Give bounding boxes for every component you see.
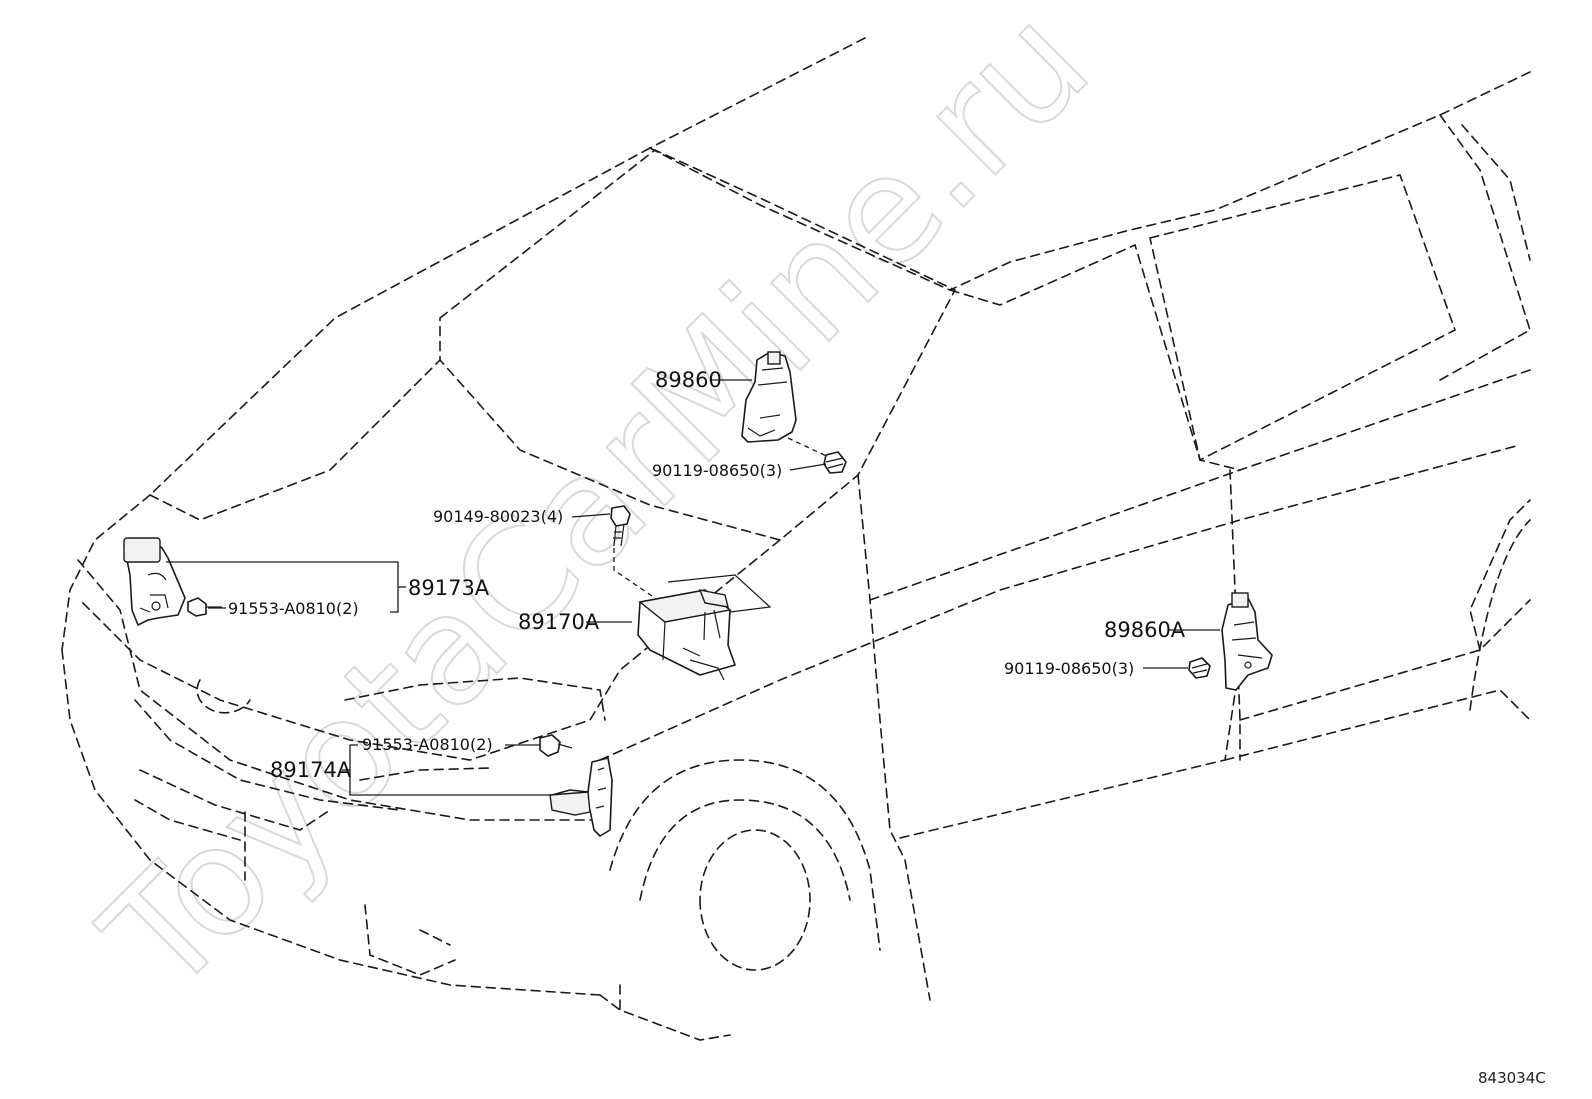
label-89860: 89860	[655, 368, 722, 392]
part-91553-bolt-left	[187, 597, 222, 617]
part-90149-screw	[610, 505, 631, 547]
label-90119-upper: 90119-08650(3)	[652, 461, 782, 480]
part-90119-bolt-right	[1188, 657, 1211, 679]
label-89174A: 89174A	[270, 758, 352, 782]
leader-lines	[166, 379, 1220, 796]
part-89170A-airbag-ecu	[637, 574, 772, 681]
part-89174A-front-sensor	[549, 757, 613, 837]
label-90149: 90149-80023(4)	[433, 507, 563, 526]
label-89860A: 89860A	[1104, 618, 1186, 642]
watermark-text: ToyotaCarMine.ru	[72, 0, 1122, 1026]
part-91553-bolt-bottom	[539, 734, 573, 757]
part-90119-bolt-upper	[823, 451, 847, 474]
reference-code: 843034C	[1478, 1069, 1546, 1087]
label-91553-left: 91553-A0810(2)	[228, 599, 359, 618]
part-89860-sensor	[741, 351, 797, 443]
part-89173A-front-sensor	[123, 537, 186, 626]
label-89173A: 89173A	[408, 576, 490, 600]
label-89170A: 89170A	[518, 610, 600, 634]
screw-alignment-line	[613, 548, 653, 597]
label-90119-right: 90119-08650(3)	[1004, 659, 1134, 678]
part-89860A-side-sensor	[1221, 592, 1273, 691]
label-91553-bottom: 91553-A0810(2)	[362, 735, 493, 754]
